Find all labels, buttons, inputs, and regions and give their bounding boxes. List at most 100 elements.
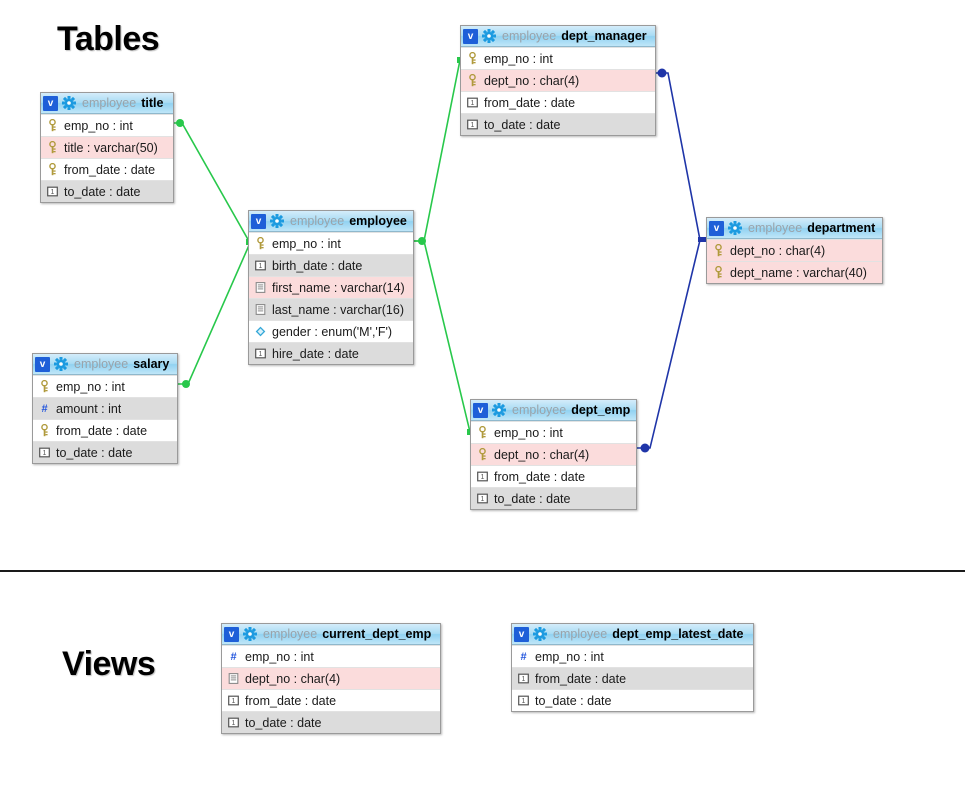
view-badge-icon: v [514, 626, 529, 642]
column-row[interactable]: dept_no : char(4) [707, 239, 882, 261]
column-row[interactable]: emp_no : int [33, 375, 177, 397]
svg-text:1: 1 [471, 100, 475, 107]
column-row[interactable]: emp_no : int [41, 114, 173, 136]
key-icon [477, 448, 494, 461]
relationship-dept-manager-department [656, 72, 701, 241]
text-icon [255, 281, 272, 294]
column-row[interactable]: dept_no : char(4) [222, 667, 440, 689]
svg-text:1: 1 [481, 474, 485, 481]
view-badge-icon: v [473, 402, 488, 418]
column-label: to_date : date [535, 693, 612, 708]
column-row[interactable]: dept_no : char(4) [471, 443, 636, 465]
svg-text:#: # [41, 403, 47, 415]
column-row[interactable]: 1 to_date : date [512, 689, 753, 711]
column-row[interactable]: # amount : int [33, 397, 177, 419]
column-label: emp_no : int [494, 425, 563, 440]
column-row[interactable]: #emp_no : int [512, 645, 753, 667]
column-row[interactable]: title : varchar(50) [41, 136, 173, 158]
column-row[interactable]: gender : enum('M','F') [249, 320, 413, 342]
column-row[interactable]: emp_no : int [471, 421, 636, 443]
column-label: amount : int [56, 401, 122, 416]
svg-text:1: 1 [43, 450, 47, 457]
column-row[interactable]: last_name : varchar(16) [249, 298, 413, 320]
column-label: from_date : date [484, 95, 576, 110]
column-row[interactable]: 1 from_date : date [461, 91, 655, 113]
entity-name-label: salary [133, 357, 170, 371]
column-row[interactable]: from_date : date [41, 158, 173, 180]
svg-text:1: 1 [522, 698, 526, 705]
date-icon: 1 [518, 694, 535, 707]
svg-text:1: 1 [51, 189, 55, 196]
column-row[interactable]: first_name : varchar(14) [249, 276, 413, 298]
key-icon [713, 266, 730, 279]
column-row[interactable]: 1 to_date : date [471, 487, 636, 509]
date-icon: 1 [228, 716, 245, 729]
column-label: emp_no : int [484, 51, 553, 66]
gear-icon [533, 627, 553, 641]
column-row[interactable]: dept_no : char(4) [461, 69, 655, 91]
key-icon [47, 163, 64, 176]
view-badge-icon: v [224, 626, 239, 642]
column-label: emp_no : int [272, 236, 341, 251]
column-label: dept_no : char(4) [730, 243, 826, 258]
key-icon [467, 52, 484, 65]
column-row[interactable]: from_date : date [33, 419, 177, 441]
schema-name-label: employee [502, 29, 557, 43]
views-section-heading: Views [62, 645, 156, 683]
svg-text:#: # [230, 651, 236, 663]
column-label: birth_date : date [272, 258, 363, 273]
column-label: to_date : date [245, 715, 322, 730]
entity-name-label: dept_emp [571, 403, 631, 417]
column-row[interactable]: emp_no : int [249, 232, 413, 254]
column-row[interactable]: emp_no : int [461, 47, 655, 69]
svg-text:1: 1 [481, 496, 485, 503]
gear-icon [482, 29, 502, 43]
column-row[interactable]: #emp_no : int [222, 645, 440, 667]
column-label: from_date : date [64, 162, 156, 177]
entity-name-label: dept_manager [561, 29, 647, 43]
column-label: emp_no : int [56, 379, 125, 394]
column-label: dept_name : varchar(40) [730, 265, 867, 280]
view-badge-icon: v [35, 356, 50, 372]
date-icon: 1 [477, 470, 494, 483]
date-icon: 1 [255, 259, 272, 272]
column-label: to_date : date [494, 491, 571, 506]
column-label: from_date : date [245, 693, 337, 708]
section-divider [0, 570, 965, 572]
gear-icon [243, 627, 263, 641]
number-icon: # [39, 402, 56, 415]
entity-name-label: employee [349, 214, 407, 228]
date-icon: 1 [477, 492, 494, 505]
schema-name-label: employee [553, 627, 608, 641]
date-icon: 1 [228, 694, 245, 707]
key-icon [467, 74, 484, 87]
column-row[interactable]: dept_name : varchar(40) [707, 261, 882, 283]
key-icon [47, 141, 64, 154]
